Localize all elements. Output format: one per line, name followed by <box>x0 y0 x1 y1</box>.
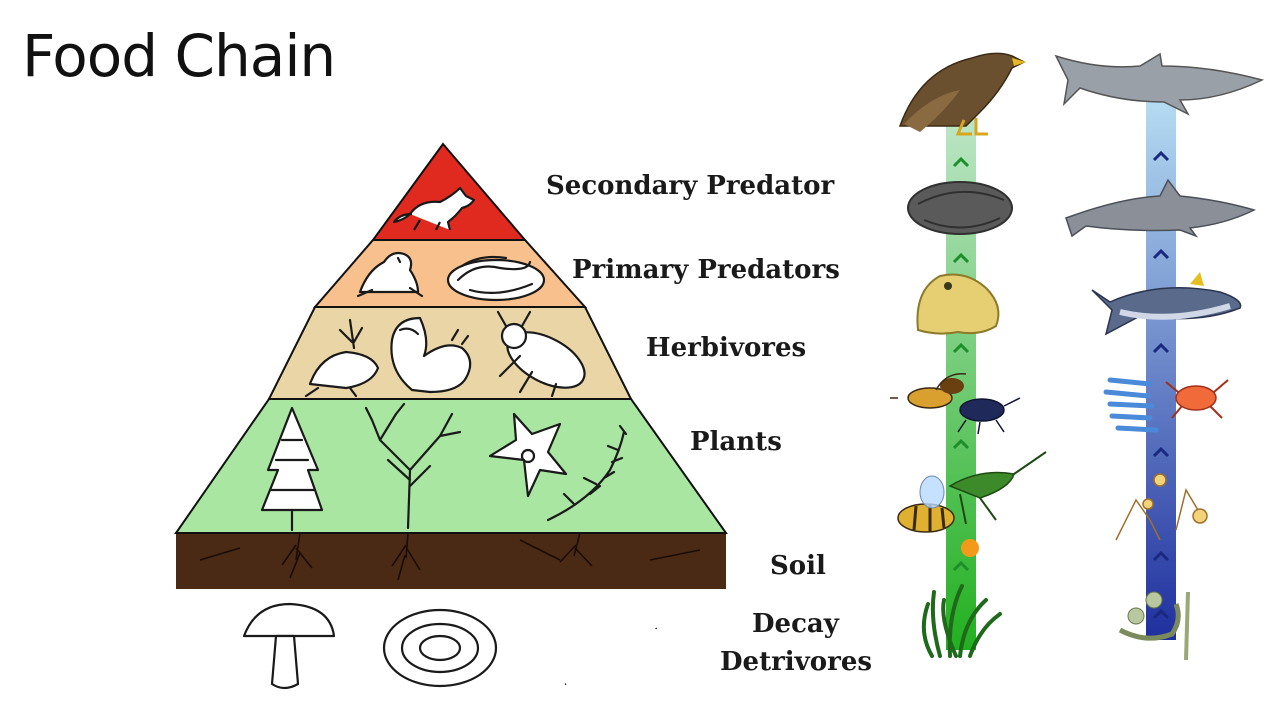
label-herbivores: Herbivores <box>646 333 806 363</box>
snake-icon <box>446 255 546 302</box>
land-chevrons <box>952 156 970 572</box>
label-decay: Decay <box>752 609 840 639</box>
crab-icon <box>1165 379 1229 419</box>
ground-beetle-icon <box>957 397 1021 435</box>
sea-chevrons <box>1152 150 1170 620</box>
secondary-predator-tier <box>371 142 528 241</box>
millipede-icon <box>382 608 498 688</box>
label-primary-predators: Primary Predators <box>572 255 840 285</box>
toad-icon <box>916 273 1000 335</box>
label-soil: Soil <box>770 551 826 581</box>
zooplankton-icon <box>1115 473 1208 541</box>
dolphin-icon <box>1065 178 1257 238</box>
pine-tree-icon <box>260 406 324 532</box>
fox-icon <box>392 186 476 231</box>
krill-icon <box>1103 377 1159 433</box>
sea-column-bar <box>1146 100 1176 640</box>
label-plants: Plants <box>690 427 782 457</box>
roots <box>199 532 701 581</box>
wasp-icon <box>890 373 967 409</box>
squirrel-icon <box>390 316 472 394</box>
label-secondary-predator: Secondary Predator <box>546 171 834 201</box>
coiled-snake-icon <box>907 181 1013 235</box>
tuna-icon <box>1091 272 1242 336</box>
fern-icon <box>546 424 628 522</box>
soil-layer <box>176 533 726 589</box>
mushroom-icon <box>242 602 336 690</box>
bird-icon <box>304 318 380 398</box>
algae-icon <box>1118 591 1190 661</box>
grasshopper-icon <box>948 451 1047 525</box>
label-detrivores: Detrivores <box>720 647 872 677</box>
beetle-icon <box>496 310 586 398</box>
orange-flower-icon <box>961 539 979 557</box>
land-food-chain-column <box>890 52 1047 658</box>
bee-icon <box>897 475 955 533</box>
plants-tier <box>174 398 728 534</box>
tier-labels: Secondary Predator Primary Predators Her… <box>546 171 872 677</box>
grass-icon <box>921 584 1002 658</box>
worm-icon <box>564 612 658 686</box>
bare-tree-icon <box>364 402 462 530</box>
frog-icon <box>356 251 424 298</box>
flower-icon <box>488 412 568 498</box>
energy-pyramid <box>174 142 728 690</box>
sea-food-chain-column <box>1054 52 1265 661</box>
hawk-icon <box>898 52 1026 136</box>
shark-icon <box>1054 52 1265 116</box>
page-title: Food Chain <box>22 22 336 90</box>
